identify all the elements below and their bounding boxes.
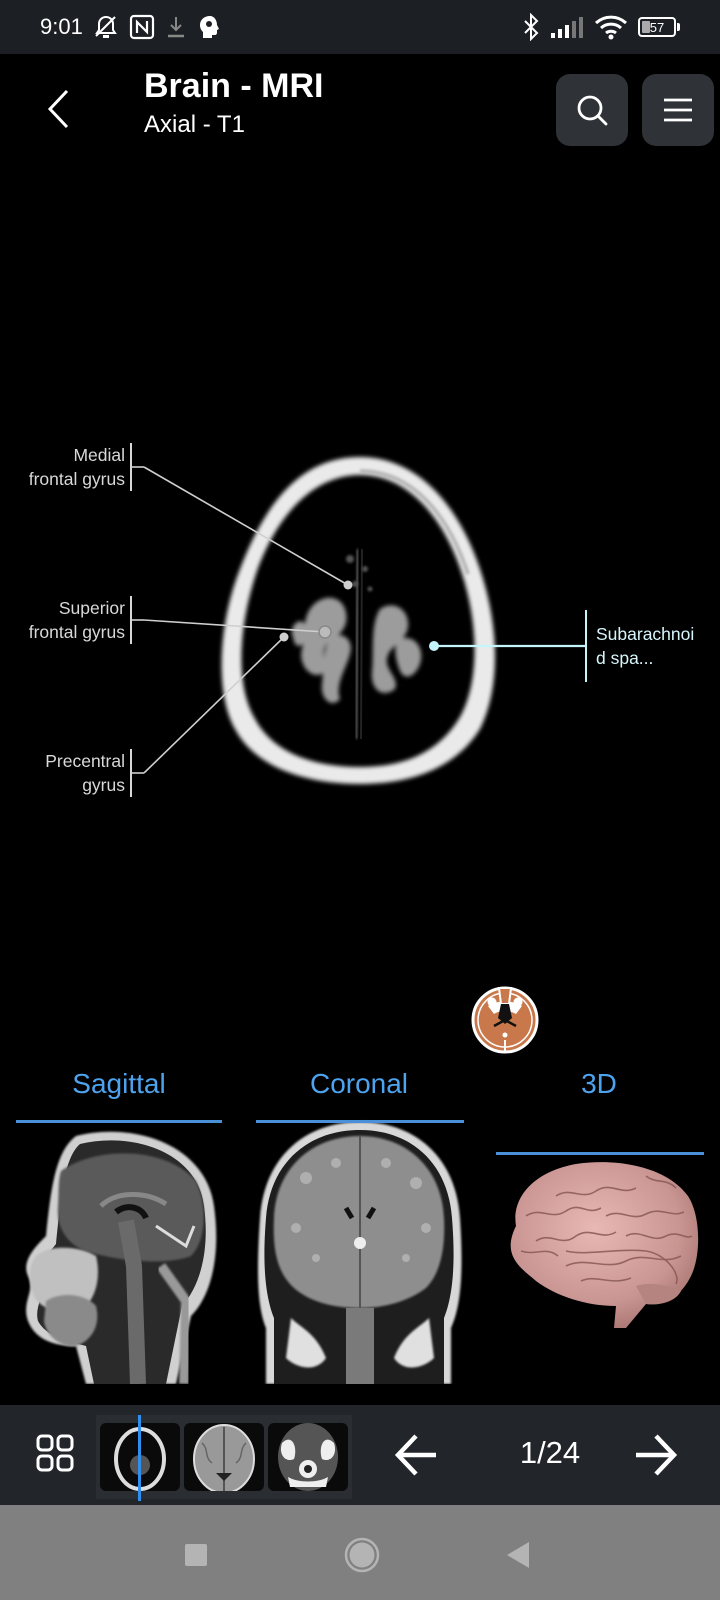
plane-coronal[interactable]: Coronal bbox=[254, 1064, 464, 1108]
plane-line-sagittal bbox=[16, 1120, 222, 1123]
plane-sagittal[interactable]: Sagittal bbox=[14, 1064, 224, 1108]
title-block: Brain - MRI Axial - T1 bbox=[144, 66, 323, 142]
battery-body: 57 bbox=[638, 17, 676, 37]
label-bar-subarachnoid-space bbox=[585, 610, 587, 682]
status-left: 9:01 bbox=[40, 14, 223, 40]
battery-level: 57 bbox=[649, 19, 665, 35]
nfc-icon bbox=[129, 14, 155, 40]
recents-button[interactable] bbox=[176, 1535, 216, 1575]
bluetooth-icon bbox=[522, 13, 540, 41]
label-bar-medial-frontal-gyrus bbox=[130, 443, 132, 491]
label-subarachnoid-space[interactable]: Subarachnoi d spa... bbox=[596, 624, 695, 668]
page-title: Brain - MRI bbox=[144, 67, 324, 105]
label-bar-precentral-gyrus bbox=[130, 749, 132, 797]
system-back-button[interactable] bbox=[498, 1535, 538, 1575]
menu-button[interactable] bbox=[642, 74, 714, 146]
grid-view-button[interactable] bbox=[36, 1434, 76, 1474]
plane-label-coronal: Coronal bbox=[309, 1068, 409, 1099]
back-triangle-icon bbox=[507, 1542, 529, 1568]
app-head-icon bbox=[197, 14, 223, 40]
search-icon bbox=[577, 95, 608, 126]
chevron-left-icon bbox=[47, 89, 69, 129]
download-icon bbox=[165, 15, 187, 39]
plane-label-3d: 3D bbox=[581, 1068, 617, 1099]
axial-mri-image[interactable] bbox=[210, 449, 505, 789]
slice-strip[interactable] bbox=[96, 1415, 352, 1499]
bottom-toolbar: 1/24 bbox=[0, 1405, 720, 1505]
plane-3d[interactable]: 3D bbox=[494, 1064, 704, 1108]
search-button[interactable] bbox=[556, 74, 628, 146]
home-button[interactable] bbox=[342, 1535, 382, 1575]
plane-line-3d bbox=[496, 1152, 704, 1155]
label-medial-frontal-gyrus[interactable]: Medial frontal gyrus bbox=[28, 445, 125, 489]
coronal-mri-thumbnail[interactable] bbox=[256, 1118, 464, 1384]
axial-orientation-icon[interactable] bbox=[468, 980, 542, 1054]
back-button[interactable] bbox=[38, 84, 78, 134]
hamburger-menu-icon bbox=[664, 98, 692, 122]
plane-label-sagittal: Sagittal bbox=[72, 1068, 166, 1099]
plane-line-coronal bbox=[256, 1120, 464, 1123]
plane-selector: Sagittal Coronal bbox=[0, 1064, 720, 1384]
current-slice-indicator[interactable] bbox=[138, 1415, 141, 1501]
slice-thumb-3[interactable] bbox=[268, 1423, 348, 1491]
notifications-off-icon bbox=[93, 14, 119, 40]
grid-icon bbox=[36, 1434, 74, 1472]
status-bar: 9:01 57 bbox=[0, 0, 720, 54]
label-superior-frontal-gyrus[interactable]: Superior frontal gyrus bbox=[28, 598, 125, 642]
arrow-right-icon bbox=[636, 1434, 678, 1476]
home-circle-icon bbox=[344, 1537, 380, 1573]
next-slice-button[interactable] bbox=[628, 1427, 684, 1483]
signal-icon bbox=[550, 15, 584, 39]
status-right: 57 bbox=[522, 13, 680, 41]
battery-indicator: 57 bbox=[638, 17, 680, 37]
image-viewer[interactable]: Medial frontal gyrus Superior frontal gy… bbox=[0, 164, 720, 1064]
slice-thumb-2[interactable] bbox=[184, 1423, 264, 1491]
recents-square-icon bbox=[185, 1544, 207, 1566]
status-time: 9:01 bbox=[40, 14, 83, 39]
previous-slice-button[interactable] bbox=[388, 1427, 444, 1483]
label-precentral-gyrus[interactable]: Precentral gyrus bbox=[45, 751, 125, 795]
page-subtitle: Axial - T1 bbox=[144, 111, 245, 138]
arrow-left-icon bbox=[394, 1434, 436, 1476]
sagittal-mri-thumbnail[interactable] bbox=[16, 1126, 221, 1384]
label-bar-superior-frontal-gyrus bbox=[130, 596, 132, 644]
wifi-icon bbox=[594, 14, 628, 40]
3d-brain-thumbnail[interactable] bbox=[496, 1156, 706, 1331]
app-header: Brain - MRI Axial - T1 bbox=[0, 54, 720, 164]
slice-counter: 1/24 bbox=[519, 1435, 581, 1470]
system-navigation-bar bbox=[0, 1505, 720, 1600]
